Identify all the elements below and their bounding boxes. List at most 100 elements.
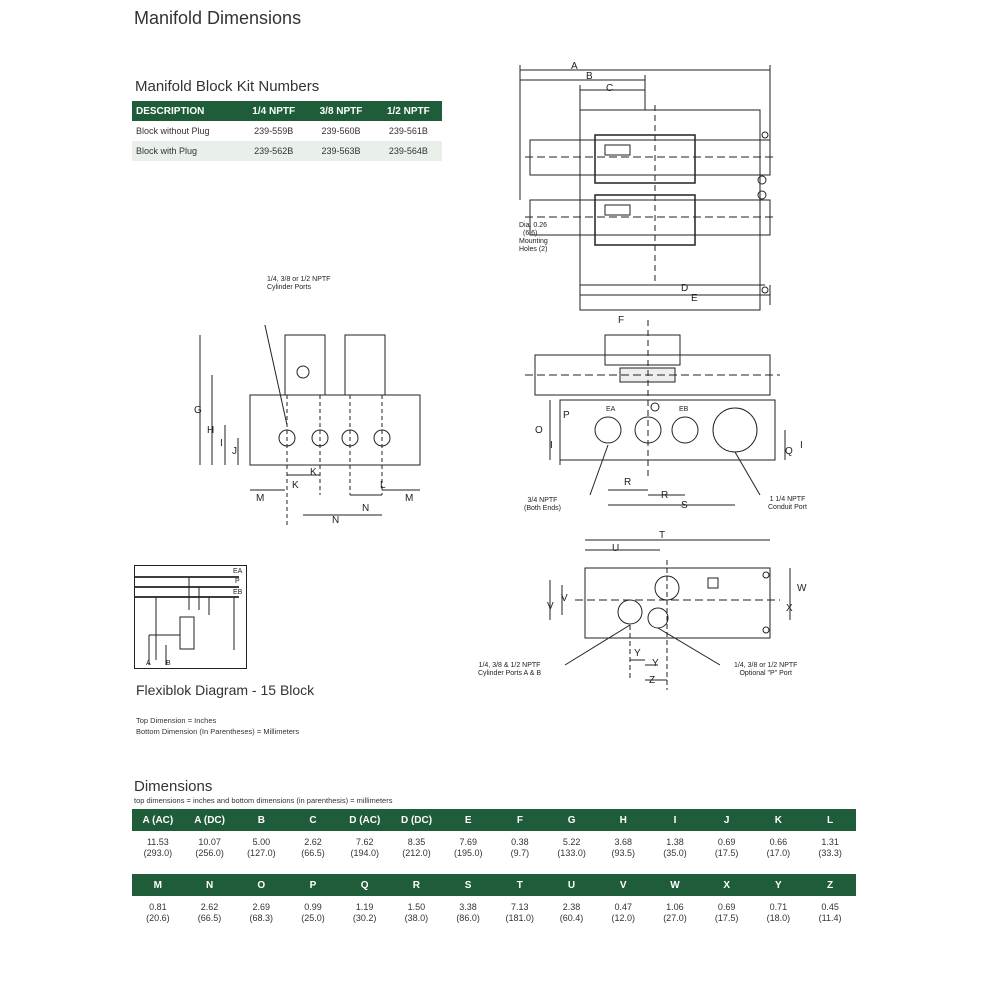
dims-header: I — [649, 809, 701, 831]
dims-header: K — [752, 809, 805, 831]
dims-cell: 0.47(12.0) — [597, 896, 649, 925]
dims-header: C — [287, 809, 339, 831]
dims-inches: 2.62 — [200, 902, 219, 912]
dims-cell: 1.50(38.0) — [391, 896, 443, 925]
kit-cell: 239-562B — [240, 141, 308, 161]
dim-label: I — [220, 438, 223, 449]
dims-mm: (33.3) — [818, 848, 842, 858]
dims-inches: 0.71 — [769, 902, 788, 912]
dims-inches: 10.07 — [198, 837, 221, 847]
kit-cell: 239-560B — [321, 126, 361, 136]
dims-mm: (66.5) — [197, 913, 222, 923]
dims-header: B — [235, 809, 288, 831]
dim-label: D — [681, 283, 689, 294]
dims-header: W — [649, 874, 701, 896]
side-view-drawing — [199, 325, 421, 525]
kit-cell: 239-564B — [374, 141, 442, 161]
dim-label: U — [612, 543, 620, 554]
dims-mm: (30.2) — [352, 913, 377, 923]
dims-inches: 1.06 — [666, 902, 684, 912]
dims-cell: 8.35(212.0) — [391, 831, 443, 860]
dims-header: S — [442, 874, 494, 896]
dims-inches: 8.35 — [407, 837, 426, 847]
flexiblok-port-label: A — [146, 660, 151, 667]
dim-label: G — [194, 405, 202, 416]
dims-mm: (256.0) — [195, 848, 224, 858]
dims-inches: 0.69 — [717, 837, 736, 847]
dims-header: N — [183, 874, 236, 896]
dim-label: P — [563, 410, 570, 421]
dims-header: T — [493, 874, 546, 896]
dims-mm: (35.0) — [663, 848, 687, 858]
table-row: Block without Plug 239-559B 239-560B 239… — [132, 121, 442, 141]
dimensions-title: Dimensions — [134, 778, 213, 795]
dims-inches: 0.81 — [149, 902, 167, 912]
page-title: Manifold Dimensions — [134, 8, 302, 28]
port-label: EB — [679, 406, 689, 413]
dims-inches: 0.69 — [717, 902, 736, 912]
dims-header: G — [545, 809, 598, 831]
dim-label: B — [586, 71, 593, 82]
dims-mm: (18.0) — [766, 913, 791, 923]
port-label: EA — [606, 406, 616, 413]
dims-cell: 7.69(195.0) — [442, 831, 494, 860]
kit-cell: Block without Plug — [136, 126, 210, 136]
dim-label: H — [207, 425, 215, 436]
kit-cell: 239-559B — [254, 126, 294, 136]
dims-mm: (11.4) — [818, 913, 842, 923]
dim-label: M — [256, 493, 265, 504]
dims-cell: 1.19(30.2) — [339, 896, 391, 925]
dimensions-subtitle: top dimensions = inches and bottom dimen… — [134, 796, 393, 805]
dims-mm: (127.0) — [247, 848, 276, 858]
dims-header: H — [597, 809, 650, 831]
table-row: 0.81(20.6)2.62(66.5)2.69(68.3)0.99(25.0)… — [132, 896, 856, 925]
kit-header: DESCRIPTION — [132, 101, 241, 121]
dim-label: S — [681, 500, 688, 511]
dims-header: F — [494, 809, 546, 831]
dims-inches: 3.68 — [614, 837, 633, 847]
dims-cell: 0.66(17.0) — [753, 831, 805, 860]
dims-header: D (DC) — [390, 809, 443, 831]
flexiblok-diagram — [134, 565, 247, 669]
dim-label: T — [659, 530, 666, 541]
kit-header: 3/8 NPTF — [307, 101, 375, 121]
dims-inches: 3.38 — [459, 902, 477, 912]
dims-mm: (38.0) — [404, 913, 429, 923]
dims-mm: (27.0) — [663, 913, 687, 923]
dims-mm: (181.0) — [505, 913, 535, 923]
dim-label: N — [332, 515, 340, 526]
dims-header: A (DC) — [183, 809, 236, 831]
dims-header: O — [235, 874, 288, 896]
dims-inches: 7.69 — [459, 837, 477, 847]
dims-inches: 5.22 — [562, 837, 581, 847]
dims-header: M — [132, 874, 184, 896]
dims-cell: 3.68(93.5) — [597, 831, 649, 860]
dims-cell: 1.06(27.0) — [649, 896, 701, 925]
dims-mm: (60.4) — [559, 913, 584, 923]
dims-header: J — [700, 809, 753, 831]
dims-header: Y — [752, 874, 805, 896]
dims-inches: 1.50 — [407, 902, 426, 912]
dims-mm: (9.7) — [510, 848, 530, 858]
dims-cell: 10.07(256.0) — [184, 831, 236, 860]
dims-inches: 7.13 — [511, 902, 529, 912]
dim-label: E — [691, 293, 698, 304]
dim-label: Y — [634, 648, 641, 659]
dim-label: F — [618, 315, 625, 326]
dims-cell: 0.69(17.5) — [701, 896, 753, 925]
dims-inches: 0.38 — [511, 837, 529, 847]
kit-title: Manifold Block Kit Numbers — [135, 78, 320, 95]
dims-header: V — [597, 874, 650, 896]
dims-cell: 5.00(127.0) — [235, 831, 287, 860]
dims-inches: 1.31 — [821, 837, 839, 847]
table-row: 11.53(293.0)10.07(256.0)5.00(127.0)2.62(… — [132, 831, 856, 860]
flexiblok-port-label: EA — [233, 568, 243, 575]
kit-cell: 239-561B — [388, 126, 428, 136]
dims-inches: 2.38 — [562, 902, 581, 912]
dims-mm: (25.0) — [301, 913, 325, 923]
